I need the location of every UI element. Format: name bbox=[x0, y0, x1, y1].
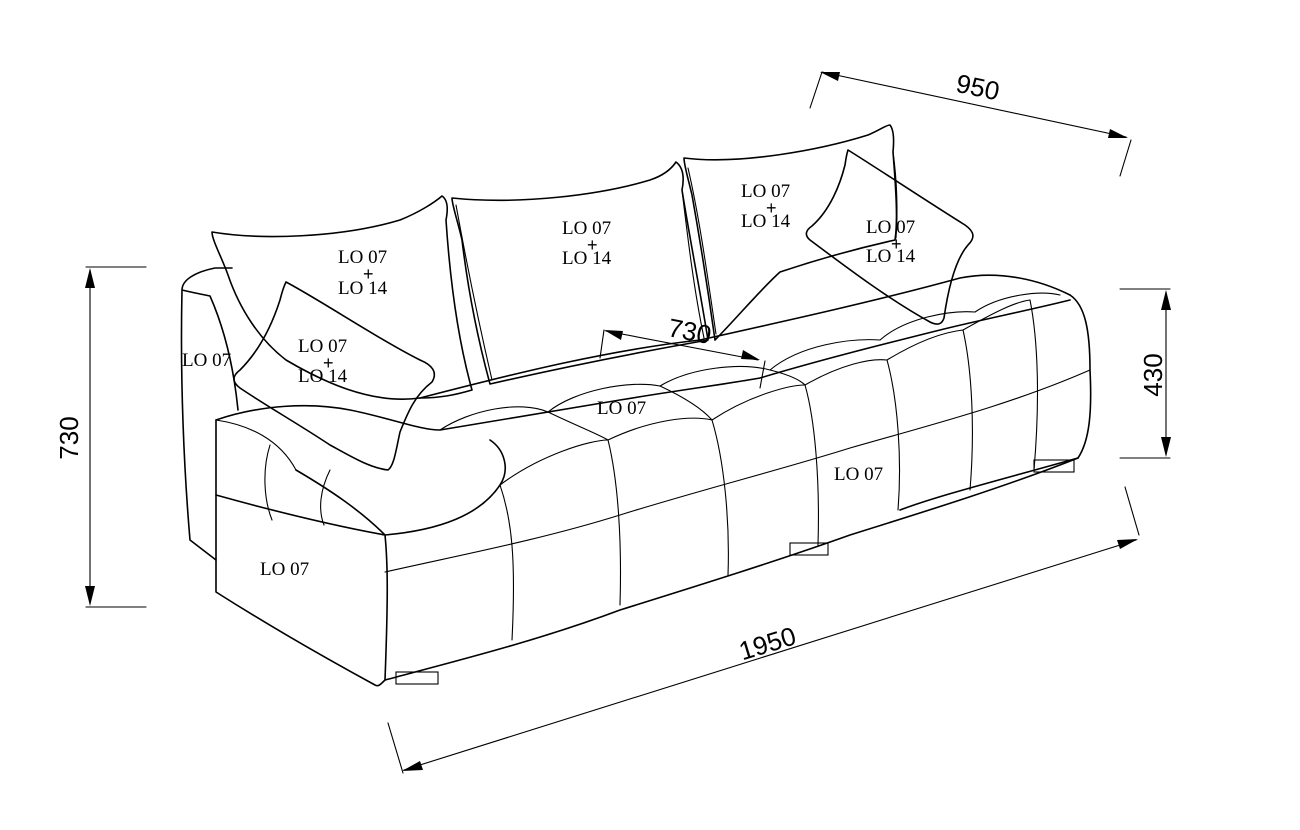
svg-text:+: + bbox=[891, 234, 902, 254]
dimension-width-label: 1950 bbox=[735, 621, 799, 667]
svg-text:LO 07: LO 07 bbox=[338, 247, 387, 268]
back-cushions bbox=[211, 124, 898, 400]
pillow-label-back-3: LO 07 + LO 14 bbox=[741, 181, 791, 232]
dimension-height-label: 730 bbox=[54, 416, 84, 459]
left-armrest bbox=[180, 267, 239, 561]
pillow-label-back-1: LO 07 + LO 14 bbox=[338, 247, 388, 299]
dimension-width: 1950 bbox=[387, 486, 1140, 774]
svg-text:LO 07: LO 07 bbox=[741, 181, 790, 202]
pillow-label-throw-right: LO 07 + LO 14 bbox=[866, 217, 916, 267]
dimension-depth: 950 bbox=[809, 68, 1132, 177]
backrest-top bbox=[419, 274, 1071, 399]
svg-text:+: + bbox=[363, 264, 374, 284]
svg-text:LO 14: LO 14 bbox=[298, 366, 348, 387]
throw-pillow-left bbox=[233, 281, 436, 471]
svg-text:LO 07: LO 07 bbox=[866, 217, 915, 238]
label-front-side: LO 07 bbox=[834, 464, 883, 485]
svg-text:+: + bbox=[766, 198, 777, 218]
svg-text:LO 14: LO 14 bbox=[866, 246, 916, 267]
svg-text:+: + bbox=[323, 353, 334, 373]
pillow-label-back-2: LO 07 + LO 14 bbox=[562, 218, 612, 269]
back-cushion-2 bbox=[451, 161, 709, 385]
svg-text:LO 07: LO 07 bbox=[562, 218, 611, 239]
dimension-height: 730 bbox=[54, 266, 147, 608]
svg-text:+: + bbox=[587, 235, 598, 255]
label-base-front: LO 07 bbox=[260, 559, 309, 580]
foot-front-left bbox=[395, 671, 439, 685]
seat-top bbox=[215, 299, 1071, 431]
svg-text:LO 14: LO 14 bbox=[562, 248, 612, 269]
foot-front-mid bbox=[789, 542, 829, 556]
label-armrest: LO 07 bbox=[182, 350, 231, 371]
seat-right-side bbox=[1069, 294, 1092, 459]
seat-front-bottom bbox=[384, 457, 1079, 681]
svg-text:LO 14: LO 14 bbox=[338, 278, 388, 299]
back-cushion-1 bbox=[211, 195, 473, 400]
dimension-seat-height-label: 430 bbox=[1138, 353, 1168, 396]
throw-pillows bbox=[233, 149, 974, 471]
material-labels: LO 07 LO 07 LO 07 LO 07 LO 07 + LO 14 LO… bbox=[182, 181, 916, 580]
dimension-seat-height: 430 bbox=[1119, 288, 1171, 459]
pillow-label-throw-left: LO 07 + LO 14 bbox=[298, 336, 348, 387]
dimension-seat-depth: 730 bbox=[599, 312, 766, 389]
throw-pillow-right bbox=[805, 149, 974, 325]
back-cushion-3 bbox=[683, 124, 898, 341]
svg-text:LO 14: LO 14 bbox=[741, 211, 791, 232]
sofa-body bbox=[180, 267, 1092, 687]
label-seat-back: LO 07 bbox=[597, 398, 646, 419]
svg-text:LO 07: LO 07 bbox=[298, 336, 347, 357]
foot-front-right bbox=[1033, 459, 1075, 473]
seat-front-edge bbox=[215, 419, 506, 681]
dimension-depth-label: 950 bbox=[954, 68, 1003, 106]
